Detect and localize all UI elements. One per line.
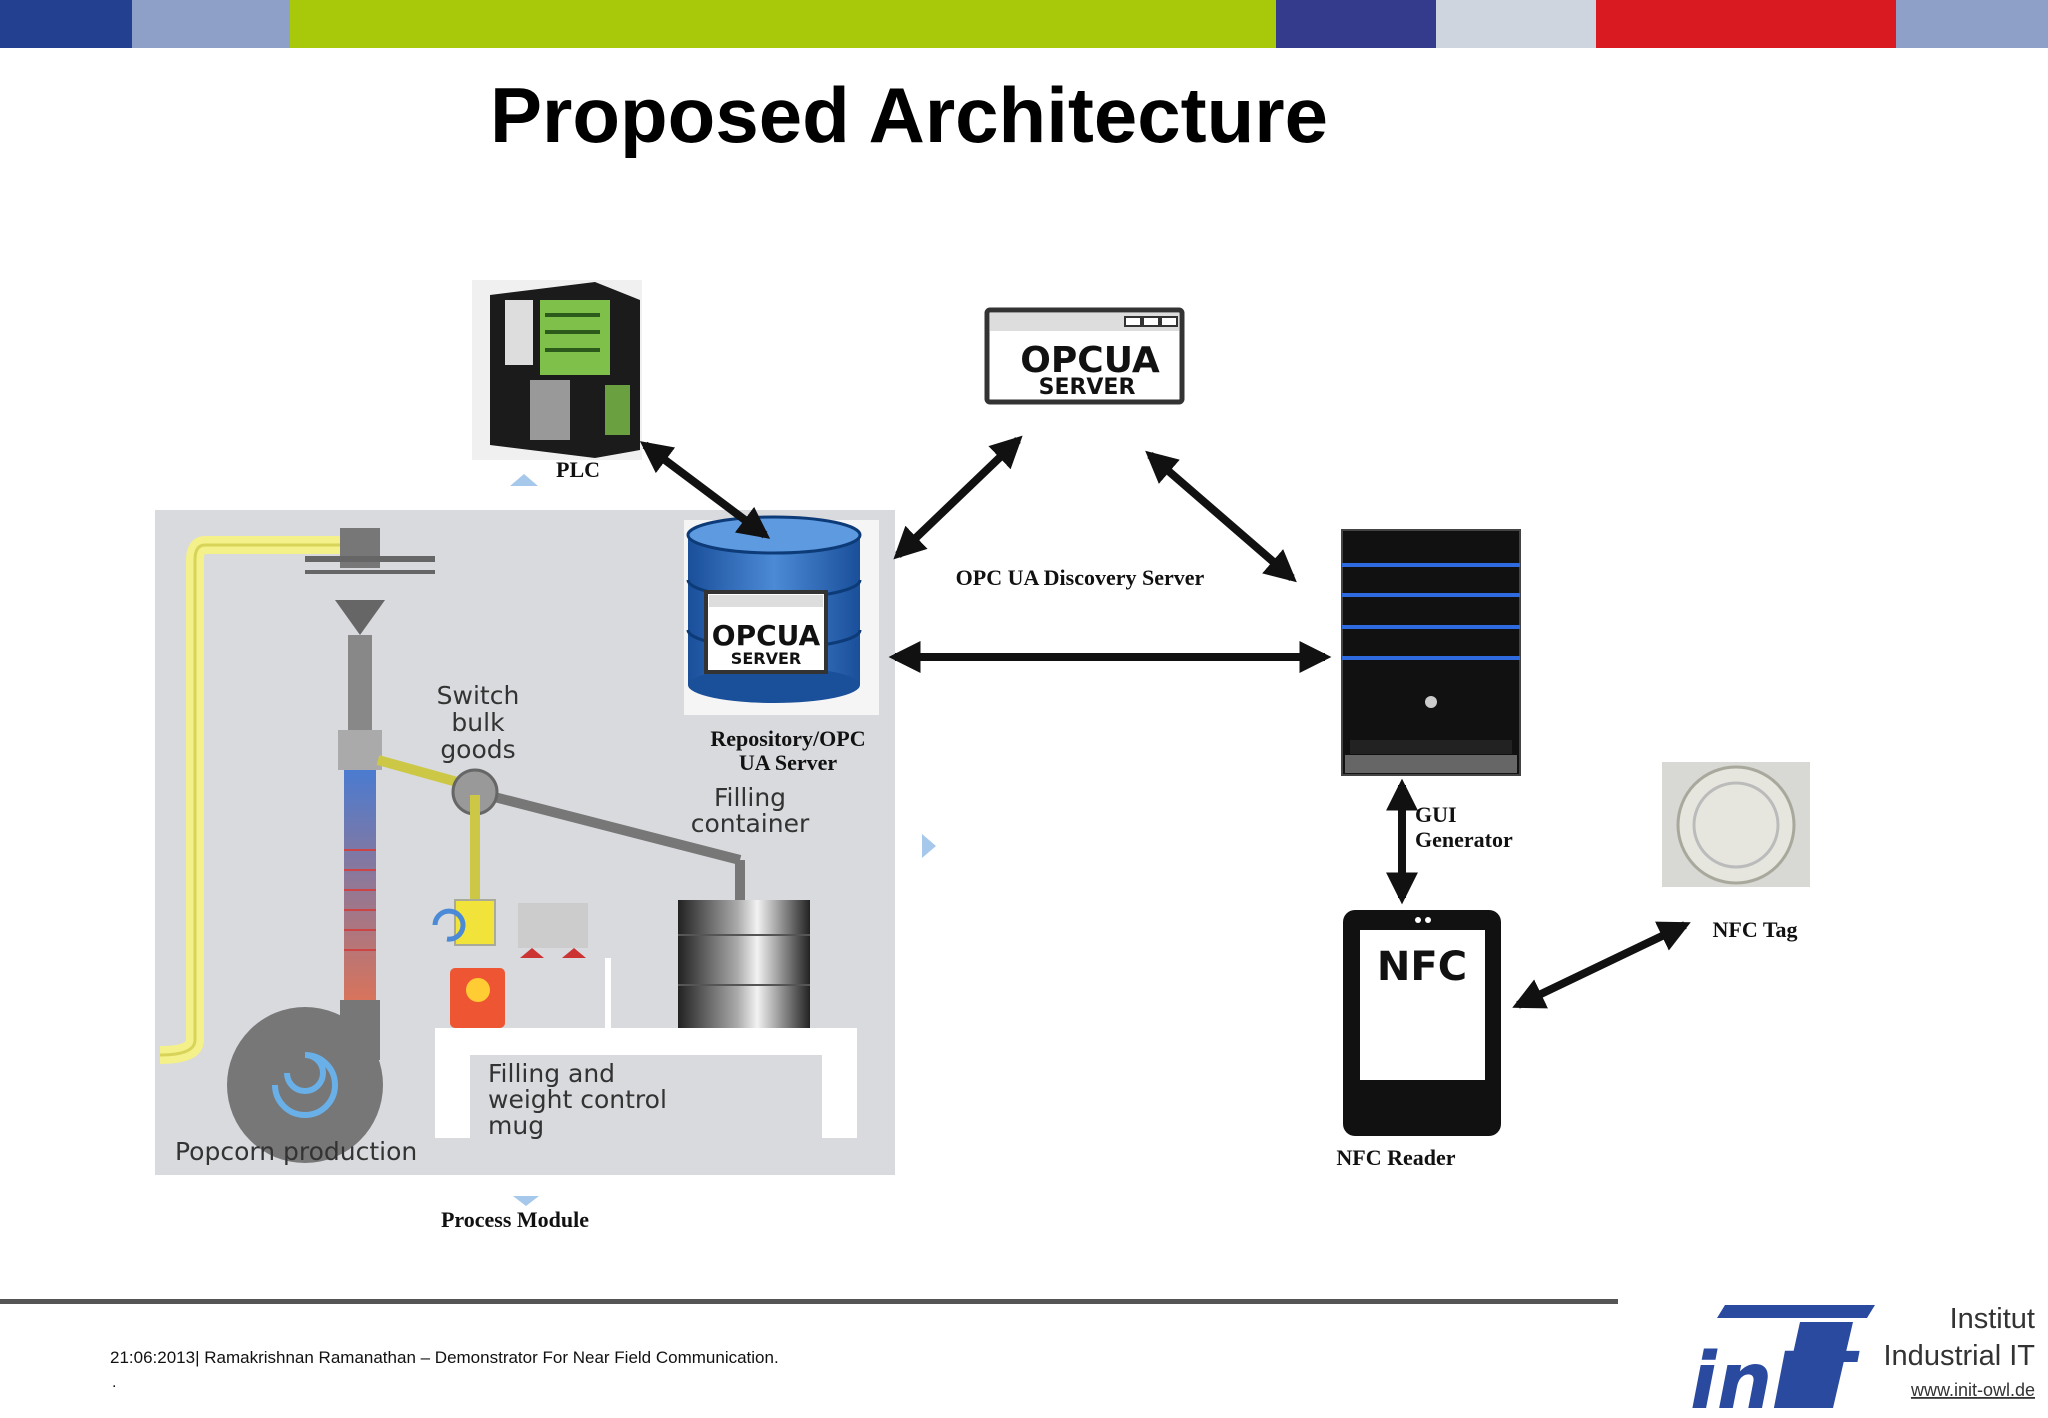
repository-label-2: UA Server [739, 750, 838, 775]
plc-device-icon [472, 280, 642, 460]
repository-label-1: Repository/OPC [710, 726, 865, 751]
nfc-tag-label: NFC Tag [1713, 917, 1798, 942]
color-segment [1436, 0, 1596, 48]
server-tower-icon [1341, 529, 1521, 776]
logo-mark: inIT [1690, 1337, 1860, 1415]
header-color-bar [0, 0, 2048, 48]
filling-container-label-1: Filling [714, 783, 786, 812]
triangle-down-icon [513, 1196, 539, 1206]
opcua-logo-text: OPCUA [712, 619, 821, 652]
gui-generator-label-2: Generator [1415, 827, 1513, 852]
color-segment [290, 0, 1276, 48]
plc-label: PLC [556, 457, 600, 482]
discovery-server-label: OPC UA Discovery Server [956, 565, 1205, 590]
slide-title: Proposed Architecture [490, 71, 1328, 159]
process-module-illustration [159, 528, 857, 1163]
triangle-up-icon [510, 474, 538, 486]
discovery-server-arrow [1145, 450, 1297, 583]
filling-container-label-2: container [691, 809, 810, 838]
switch-label-1: Switch [437, 681, 520, 710]
opcua-server-top-icon: OPCUA SERVER [984, 307, 1185, 405]
process-module-label: Process Module [441, 1207, 589, 1232]
switch-label-3: goods [440, 735, 515, 764]
filling-weight-label-3: mug [488, 1111, 544, 1140]
color-segment [132, 0, 290, 48]
color-segment [0, 0, 132, 48]
nfc-reader-label: NFC Reader [1336, 1145, 1455, 1170]
opcua-logo-sub: SERVER [1039, 375, 1136, 400]
color-segment [1596, 0, 1896, 48]
color-segment [1896, 0, 2048, 48]
logo-url: www.init-owl.de [1910, 1380, 2035, 1400]
nfc-screen-text: NFC [1377, 944, 1467, 990]
nfc-tag-icon [1662, 762, 1810, 887]
repository-database-icon: OPCUA SERVER [684, 515, 879, 715]
footer-divider [0, 1299, 1618, 1304]
footer-text: 21:06:2013| Ramakrishnan Ramanathan – De… [110, 1348, 779, 1367]
init-logo: inIT Institut Industrial IT www.init-owl… [1690, 1303, 2036, 1415]
repository-discovery-arrow [893, 435, 1023, 560]
footer-dot: . [112, 1374, 117, 1391]
gui-generator-label-1: GUI [1415, 802, 1457, 827]
filling-weight-label-1: Filling and [488, 1059, 615, 1088]
switch-label-2: bulk [451, 708, 505, 737]
logo-line2: Industrial IT [1884, 1340, 2036, 1372]
filling-weight-label-2: weight control [488, 1085, 667, 1114]
plc-repository-arrow [639, 441, 771, 539]
triangle-right-icon [922, 834, 936, 858]
opcua-logo-sub: SERVER [731, 649, 801, 668]
nfc-reader-phone-icon: NFC [1343, 910, 1501, 1136]
reader-tag-arrow [1512, 921, 1691, 1009]
color-segment [1276, 0, 1436, 48]
logo-line1: Institut [1950, 1303, 2035, 1335]
popcorn-label: Popcorn production [175, 1137, 417, 1166]
opcua-logo-text: OPCUA [1020, 340, 1160, 381]
